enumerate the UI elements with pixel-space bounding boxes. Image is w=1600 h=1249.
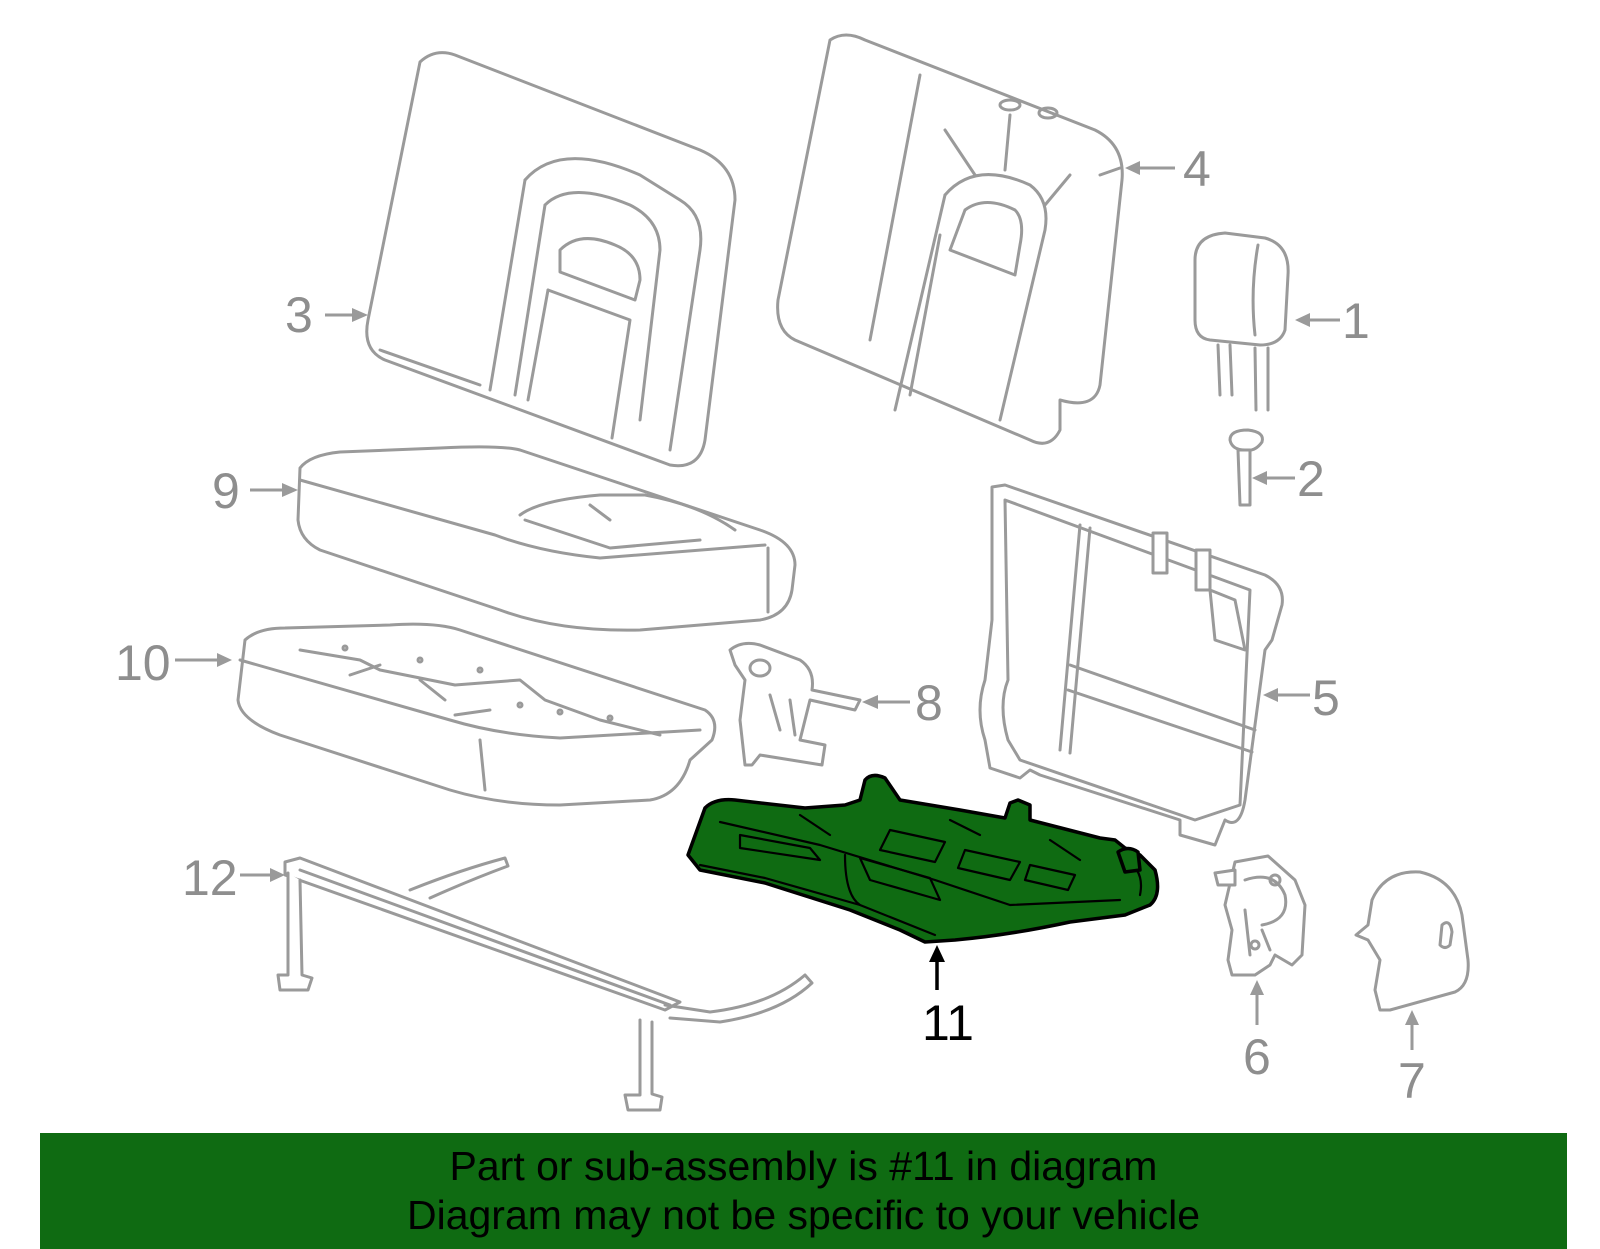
part-4-seat-back-right[interactable] — [776, 33, 1124, 445]
svg-text:4: 4 — [1183, 141, 1211, 197]
callout-9: 9 — [212, 463, 298, 519]
svg-text:2: 2 — [1297, 451, 1325, 507]
part-12-cross-support[interactable] — [276, 856, 814, 1112]
svg-text:6: 6 — [1243, 1029, 1271, 1085]
svg-text:5: 5 — [1312, 670, 1340, 726]
callout-12: 12 — [182, 850, 285, 906]
callout-2: 2 — [1252, 451, 1325, 507]
info-banner: Part or sub-assembly is #11 in diagram D… — [40, 1133, 1567, 1249]
part-3-seat-back-left[interactable] — [365, 51, 737, 468]
callout-6: 6 — [1243, 980, 1271, 1085]
callout-11: 11 — [922, 945, 974, 1051]
part-9-seat-cushion[interactable] — [296, 445, 797, 632]
callout-8: 8 — [862, 675, 943, 731]
callout-4: 4 — [1125, 141, 1211, 197]
callout-7: 7 — [1398, 1010, 1426, 1109]
svg-text:12: 12 — [182, 850, 238, 906]
svg-text:8: 8 — [915, 675, 943, 731]
part-2-headrest-guide[interactable] — [1228, 428, 1264, 507]
part-8-bracket[interactable] — [728, 641, 862, 767]
svg-text:1: 1 — [1342, 293, 1370, 349]
part-5-seat-frame[interactable] — [978, 483, 1284, 847]
part-6-latch-bracket[interactable] — [1213, 854, 1307, 977]
svg-text:3: 3 — [285, 287, 313, 343]
part-11-seat-pan-highlighted[interactable] — [686, 773, 1160, 944]
callout-1: 1 — [1295, 293, 1370, 349]
callout-3: 3 — [285, 287, 368, 343]
part-1-headrest[interactable] — [1193, 231, 1290, 412]
svg-text:11: 11 — [922, 995, 974, 1051]
banner-line-1: Part or sub-assembly is #11 in diagram — [449, 1143, 1158, 1189]
banner-line-2: Diagram may not be specific to your vehi… — [406, 1192, 1200, 1238]
svg-text:7: 7 — [1398, 1053, 1426, 1109]
svg-text:9: 9 — [212, 463, 240, 519]
callout-10: 10 — [115, 635, 232, 691]
callout-5: 5 — [1263, 670, 1340, 726]
part-7-trim-cover[interactable] — [1354, 870, 1470, 1012]
part-10-cushion-pad[interactable] — [236, 622, 717, 807]
svg-text:10: 10 — [115, 635, 171, 691]
